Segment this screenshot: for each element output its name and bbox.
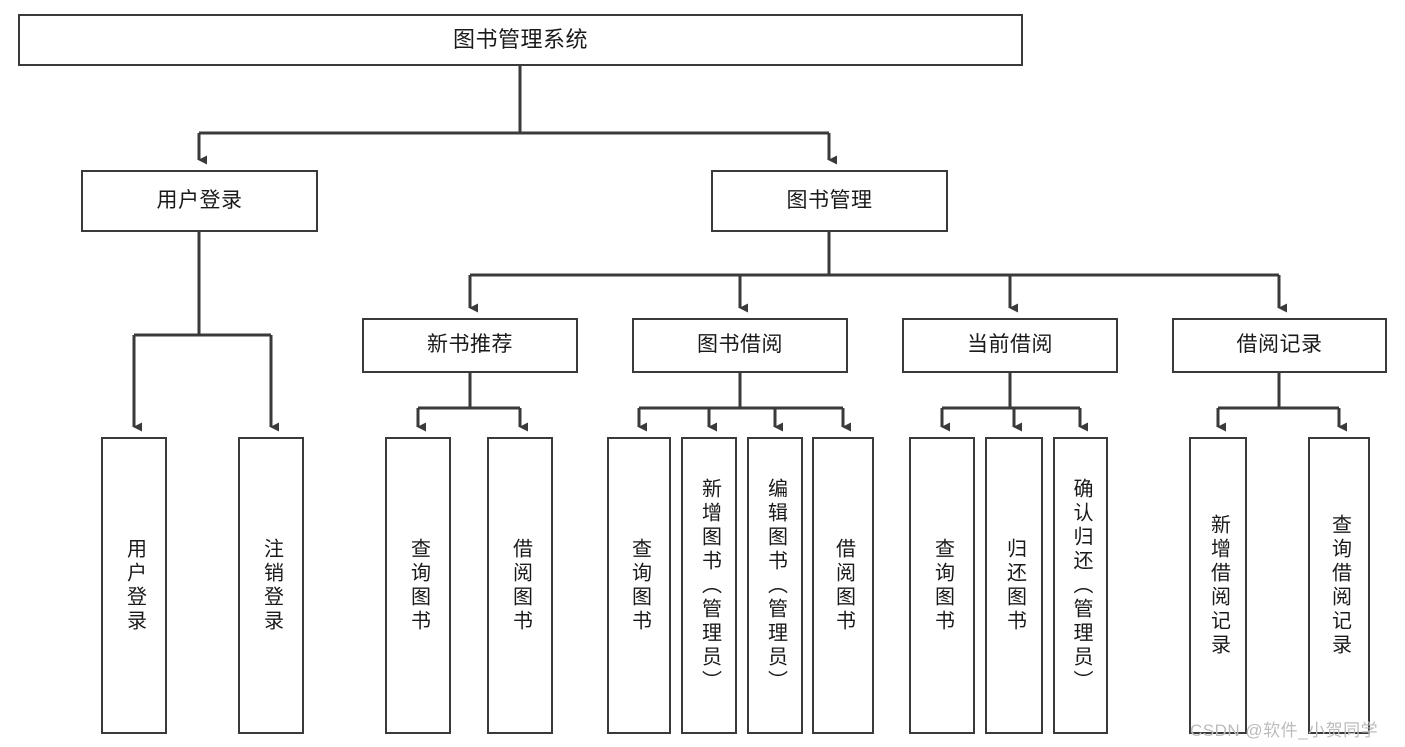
node-label: 归还图书 [1003,537,1026,634]
node-label: 查询图书 [407,537,430,634]
node-level3-0[interactable]: 新书推荐 [362,318,578,373]
node-leaf-9[interactable]: 归还图书 [985,437,1043,734]
node-label: 确认归还（管理员） [1070,477,1092,694]
node-leaf-3[interactable]: 借阅图书 [487,437,553,734]
node-label: 借阅图书 [832,537,855,634]
node-root-图书管理系统[interactable]: 图书管理系统 [18,14,1023,66]
node-leaf-8[interactable]: 查询图书 [909,437,975,734]
node-label: 借阅图书 [509,537,532,634]
node-label: 新增借阅记录 [1207,513,1230,658]
node-leaf-12[interactable]: 查询借阅记录 [1308,437,1370,734]
node-label: 用户登录 [156,188,243,212]
edges [132,66,1347,432]
node-label: 图书管理系统 [452,27,588,53]
node-level2-1[interactable]: 图书管理 [711,170,948,232]
node-leaf-11[interactable]: 新增借阅记录 [1189,437,1247,734]
node-label: 注销登录 [260,537,283,634]
node-label: 借阅记录 [1236,333,1323,357]
node-label: 图书管理 [786,188,873,212]
node-label: 用户登录 [123,537,146,634]
node-leaf-5[interactable]: 新增图书（管理员） [681,437,737,734]
node-label: 图书借阅 [697,333,783,357]
node-label: 查询图书 [628,537,651,634]
watermark-text: CSDN @软件_小贺同学 [1190,721,1379,740]
node-level3-1[interactable]: 图书借阅 [632,318,848,373]
node-leaf-6[interactable]: 编辑图书（管理员） [747,437,803,734]
node-label: 当前借阅 [967,333,1053,357]
node-leaf-0[interactable]: 用户登录 [101,437,167,734]
node-label: 编辑图书（管理员） [764,477,787,694]
node-leaf-7[interactable]: 借阅图书 [812,437,874,734]
node-leaf-2[interactable]: 查询图书 [385,437,451,734]
node-level3-2[interactable]: 当前借阅 [902,318,1118,373]
node-leaf-4[interactable]: 查询图书 [607,437,671,734]
node-level2-0[interactable]: 用户登录 [81,170,318,232]
node-label: 新书推荐 [427,333,513,357]
node-label: 新增图书（管理员） [698,477,721,694]
node-level3-3[interactable]: 借阅记录 [1172,318,1387,373]
node-label: 查询图书 [931,537,954,634]
node-leaf-1[interactable]: 注销登录 [238,437,304,734]
node-leaf-10[interactable]: 确认归还（管理员） [1053,437,1108,734]
node-label: 查询借阅记录 [1328,513,1351,658]
